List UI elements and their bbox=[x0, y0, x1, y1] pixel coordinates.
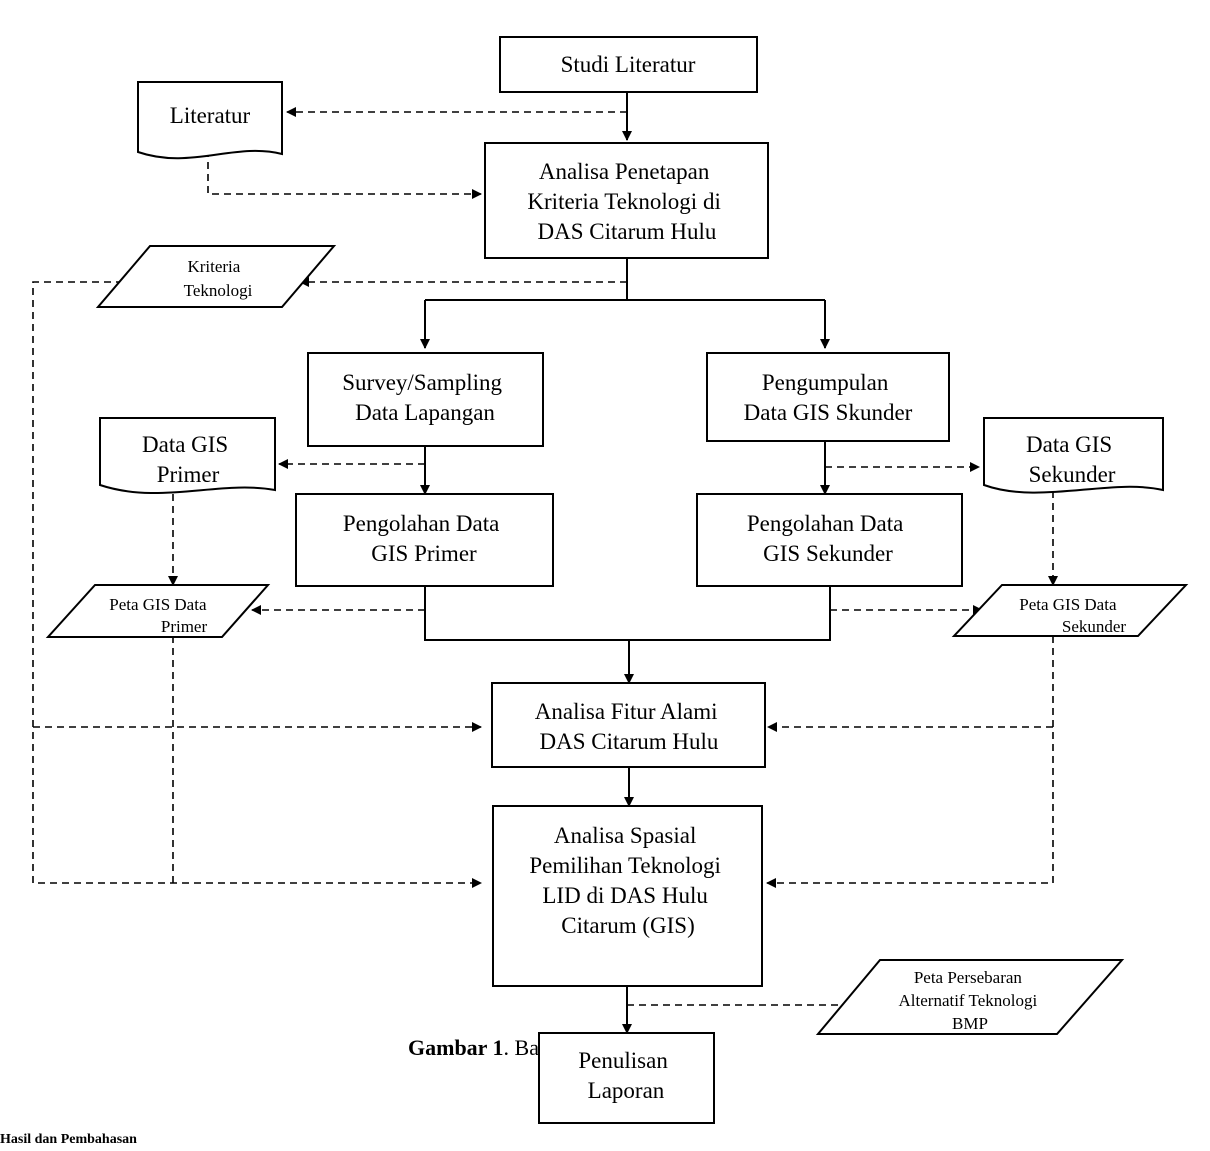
node-olah-primer: Pengolahan Data GIS Primer bbox=[295, 493, 554, 587]
svg-text:Peta GIS Data Primer: Peta GIS Data Primer bbox=[109, 595, 211, 636]
line-merge bbox=[424, 586, 831, 641]
dashed-peta-sekunder-to-spasial bbox=[766, 636, 1054, 888]
dashed-literatur-to-analisa bbox=[207, 150, 482, 199]
svg-text:Peta Persebaran Alternat: Peta Persebaran Alternatif Teknologi BMP bbox=[899, 968, 1042, 1033]
svg-text:Literatur: Literatur bbox=[170, 103, 251, 128]
node-peta-sekunder: Peta GIS Data Sekunder bbox=[951, 584, 1189, 637]
node-survey-sampling: Survey/Sampling Data Lapangan bbox=[307, 352, 544, 447]
node-pengumpulan: Pengumpulan Data GIS Skunder bbox=[706, 352, 950, 442]
node-olah-sekunder: Pengolahan Data GIS Sekunder bbox=[696, 493, 963, 587]
node-literatur-document: Literatur bbox=[137, 81, 283, 160]
svg-text:Analisa Penetapan Kriter: Analisa Penetapan Kriteria Teknologi di … bbox=[527, 159, 726, 244]
node-data-gis-sekunder-document: Data GIS Sekunder bbox=[983, 417, 1164, 494]
svg-text:Pengolahan Data GIS Prim: Pengolahan Data GIS Primer bbox=[343, 511, 505, 566]
svg-text:Analisa Fitur Alami DAS: Analisa Fitur Alami DAS Citarum Hulu bbox=[535, 699, 723, 754]
svg-text:Analisa Spasial Pemiliha: Analisa Spasial Pemilihan Teknologi LID … bbox=[529, 823, 726, 938]
dashed-kriteria-to-spasial bbox=[32, 281, 482, 888]
node-studi-literatur: Studi Literatur bbox=[499, 36, 758, 93]
svg-text:Peta GIS Data Sekunder: Peta GIS Data Sekunder bbox=[1019, 595, 1126, 636]
node-analisa-penetapan: Analisa Penetapan Kriteria Teknologi di … bbox=[484, 142, 769, 259]
section-heading: Hasil dan Pembahasan bbox=[0, 1132, 137, 1147]
dashed-connectors bbox=[32, 107, 1058, 1010]
node-kriteria-teknologi: Kriteria Teknologi bbox=[95, 245, 337, 308]
svg-text:Data GIS Sekunder: Data GIS Sekunder bbox=[1026, 432, 1118, 487]
node-data-gis-primer-document: Data GIS Primer bbox=[99, 417, 276, 494]
node-analisa-spasial: Analisa Spasial Pemilihan Teknologi LID … bbox=[492, 805, 763, 987]
svg-text:Data GIS Primer: Data GIS Primer bbox=[142, 432, 234, 487]
svg-text:Survey/Sampling Data Lap: Survey/Sampling Data Lapangan bbox=[342, 370, 507, 425]
node-analisa-fitur: Analisa Fitur Alami DAS Citarum Hulu bbox=[491, 682, 766, 768]
studi-text: Studi Literatur bbox=[561, 52, 696, 77]
node-peta-primer: Peta GIS Data Primer bbox=[45, 584, 271, 638]
node-peta-persebaran: Peta Persebaran Alternatif Teknologi BMP bbox=[815, 959, 1125, 1035]
svg-text:Pengolahan Data GIS Seku: Pengolahan Data GIS Sekunder bbox=[747, 511, 909, 566]
node-penulisan-laporan: Penulisan Laporan bbox=[538, 1032, 715, 1124]
svg-text:Pengumpulan Data GIS Sku: Pengumpulan Data GIS Skunder bbox=[744, 370, 913, 425]
svg-text:Penulisan Laporan: Penulisan Laporan bbox=[578, 1048, 673, 1103]
svg-text:Kriteria Teknologi: Kriteria Teknologi bbox=[184, 257, 253, 300]
solid-connectors bbox=[420, 92, 831, 1034]
